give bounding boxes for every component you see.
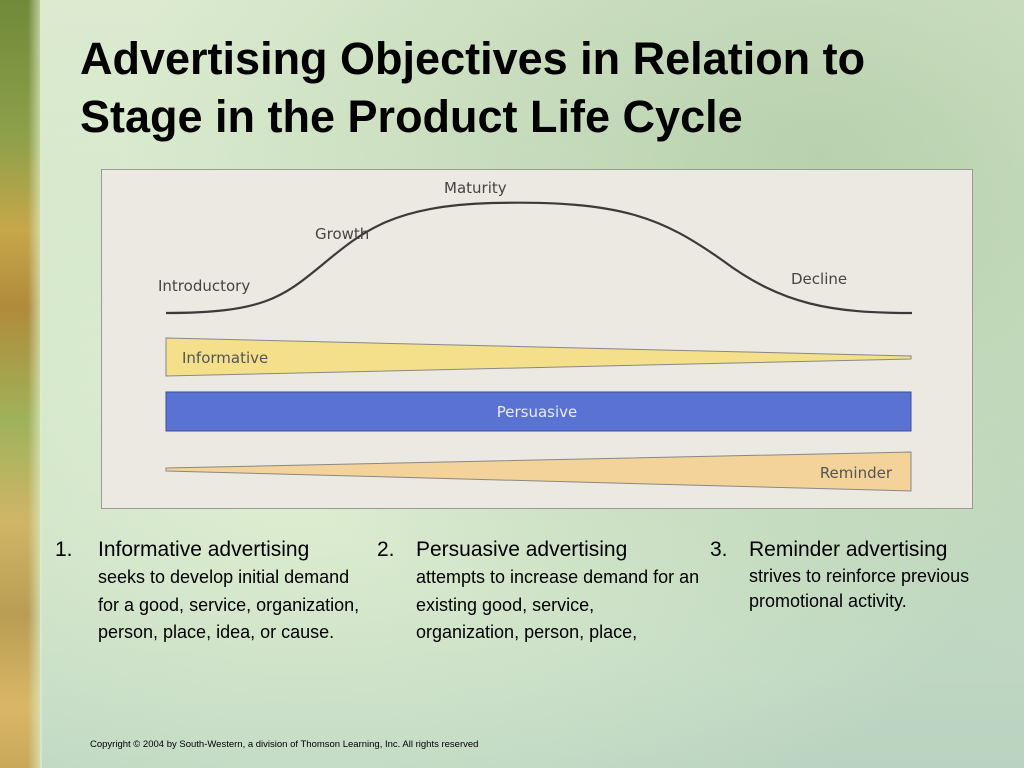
list-item-heading: Persuasive advertising bbox=[416, 538, 628, 561]
list-item-number: 2. bbox=[377, 538, 395, 561]
product-life-cycle-diagram: Introductory Growth Maturity Decline Inf… bbox=[101, 169, 973, 509]
copyright-notice: Copyright © 2004 by South-Western, a div… bbox=[90, 739, 479, 750]
decorative-side-strip bbox=[0, 0, 42, 768]
stage-label-growth: Growth bbox=[315, 225, 369, 243]
diagram-canvas: Introductory Growth Maturity Decline Inf… bbox=[158, 179, 913, 492]
title-line-2: Stage in the Product Life Cycle bbox=[80, 91, 743, 142]
objectives-list: 1. Informative advertising seeks to deve… bbox=[0, 536, 1024, 716]
list-item-description: seeks to develop initial demand for a go… bbox=[98, 567, 360, 642]
list-item-body: Informative advertising seeks to develop… bbox=[98, 536, 368, 647]
reminder-band bbox=[165, 451, 912, 492]
persuasive-band bbox=[165, 391, 912, 432]
list-item-number: 3. bbox=[710, 538, 728, 561]
title-line-1: Advertising Objectives in Relation to bbox=[80, 33, 866, 84]
life-cycle-curve bbox=[165, 201, 913, 315]
list-item-heading: Reminder advertising bbox=[749, 538, 948, 561]
informative-band-label: Informative bbox=[182, 349, 268, 367]
stage-label-decline: Decline bbox=[791, 270, 847, 288]
list-item-number: 1. bbox=[55, 538, 73, 561]
list-item-body: Persuasive advertising attempts to incre… bbox=[416, 536, 701, 647]
list-item-description: attempts to increase demand for an exist… bbox=[416, 567, 700, 642]
list-item-body: Reminder advertising strives to reinforc… bbox=[749, 536, 999, 614]
persuasive-band-label: Persuasive bbox=[497, 403, 578, 421]
slide-title: Advertising Objectives in Relation to St… bbox=[80, 30, 1000, 146]
stage-label-introductory: Introductory bbox=[158, 277, 250, 295]
list-item-description: strives to reinforce previous promotiona… bbox=[749, 566, 970, 611]
reminder-band-label: Reminder bbox=[820, 464, 893, 482]
stage-label-maturity: Maturity bbox=[444, 179, 507, 197]
informative-band bbox=[165, 337, 912, 377]
list-item-heading: Informative advertising bbox=[98, 538, 310, 561]
